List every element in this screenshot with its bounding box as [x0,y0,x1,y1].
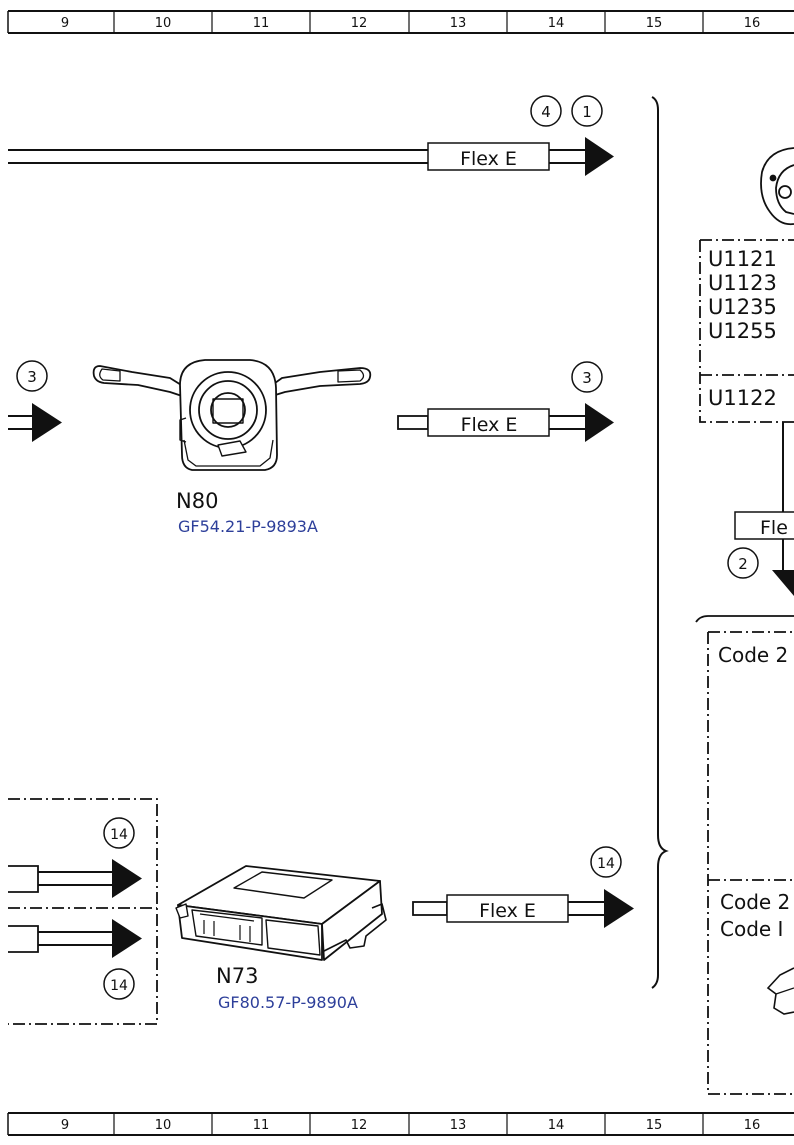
ruler-col-13: 13 [450,16,467,31]
ref-circle-4[interactable] [530,95,562,127]
partial-part-icon [766,967,794,1015]
ruler-col-9: 9 [61,16,69,31]
ref-circle-14-right[interactable] [590,846,622,878]
bottom-flex-connector: Flex E 14 [412,846,634,928]
middle-flex-connector: Flex E 3 [397,361,614,442]
flex-e-box-bottom [446,894,569,923]
ref-circle-1[interactable] [571,95,603,127]
flex-e-box-middle [427,408,550,437]
fault-code-box: U1121 U1123 U1235 U1255 U1122 [699,239,794,423]
n80-name: N80 [176,489,218,513]
n73-doc-link[interactable]: GF80.57-P-9890A [218,993,358,1012]
n73-component[interactable] [175,865,387,961]
ruler-col-10: 10 [155,1118,172,1133]
flex-label-lower-right: Fle [760,517,788,539]
n80-inner-ring [210,392,246,428]
n80-doc-link[interactable]: GF54.21-P-9893A [178,517,318,536]
n73-connector-left [191,909,263,946]
ref-label-2: 2 [738,555,748,573]
ruler-col-15: 15 [646,16,663,31]
right-upper-component [760,147,794,226]
arrow-head-bottom-lower [112,919,142,958]
ref-circle-14-upper[interactable] [103,817,135,849]
ref-label-14-right: 14 [597,856,615,872]
bottom-stub [412,901,448,916]
top-flex-connector: Flex E 4 1 [8,95,614,176]
n73-name: N73 [216,964,258,988]
n80-left-stalk-tip [99,368,121,382]
ref-label-3-right: 3 [582,369,592,387]
flex-e-label-bottom: Flex E [479,900,536,922]
fault-code-u1255: U1255 [708,319,777,343]
ruler-col-14: 14 [548,16,565,31]
flex-e-box-top [427,142,550,171]
down-flex-connector: Fle 2 [727,422,794,596]
ruler-col-11: 11 [253,1118,270,1133]
n80-bottom-tab [217,440,247,457]
code-label-third: Code I [720,917,783,941]
arrow-head-top [585,137,614,176]
fault-code-u1122: U1122 [708,386,777,410]
arrow-head-bottom-upper [112,859,142,898]
code-label-second: Code 2 [720,890,790,914]
arrow-head-down [772,570,794,596]
n73-side-face [321,880,383,961]
fault-code-u1121: U1121 [708,247,777,271]
ref-circle-3-left[interactable] [16,360,48,392]
middle-left-incoming-arrow: 3 [8,360,62,442]
flex-box-lower-right [734,511,794,540]
n80-center-slot [212,398,244,424]
ref-label-1: 1 [582,103,592,121]
ruler-col-9: 9 [61,1118,69,1133]
bottom-left-dashed-box: 14 14 [8,798,158,1025]
fault-code-u1123: U1123 [708,271,777,295]
ruler-col-14: 14 [548,1118,565,1133]
middle-stub [397,415,429,430]
ref-label-3-left: 3 [27,368,37,386]
code-label-first: Code 2 [718,643,788,667]
bottom-ruler: 9 10 11 12 13 14 15 16 [7,1112,794,1136]
arrow-head-middle [585,403,614,442]
flex-e-label-middle: Flex E [461,414,518,436]
n80-housing-lower [183,439,274,467]
top-ruler: 9 10 11 12 13 14 15 16 [7,10,794,34]
ref-circle-2[interactable] [727,547,759,579]
ref-label-4: 4 [541,103,551,121]
ruler-col-12: 12 [351,16,368,31]
n73-label-area [233,871,333,899]
grouping-brace [651,96,669,989]
ruler-col-11: 11 [253,16,270,31]
flex-e-label-top: Flex E [460,148,517,170]
ruler-col-16: 16 [744,16,761,31]
ruler-col-12: 12 [351,1118,368,1133]
ruler-col-15: 15 [646,1118,663,1133]
ref-circle-3-right[interactable] [571,361,603,393]
ruler-col-10: 10 [155,16,172,31]
ref-circle-14-lower[interactable] [103,968,135,1000]
ruler-col-13: 13 [450,1118,467,1133]
n80-component[interactable] [92,359,372,471]
n73-connector-right [265,919,321,956]
ref-label-14-lower: 14 [110,978,128,994]
arrow-head-mid-left [32,403,62,442]
ruler-col-16: 16 [744,1118,761,1133]
arrow-head-bottom [604,889,634,928]
fault-code-u1235: U1235 [708,295,777,319]
n80-right-stalk-tip [337,369,365,383]
code-panel: Code 2 Code 2 Code I [695,615,794,1095]
ref-label-14-upper: 14 [110,827,128,843]
